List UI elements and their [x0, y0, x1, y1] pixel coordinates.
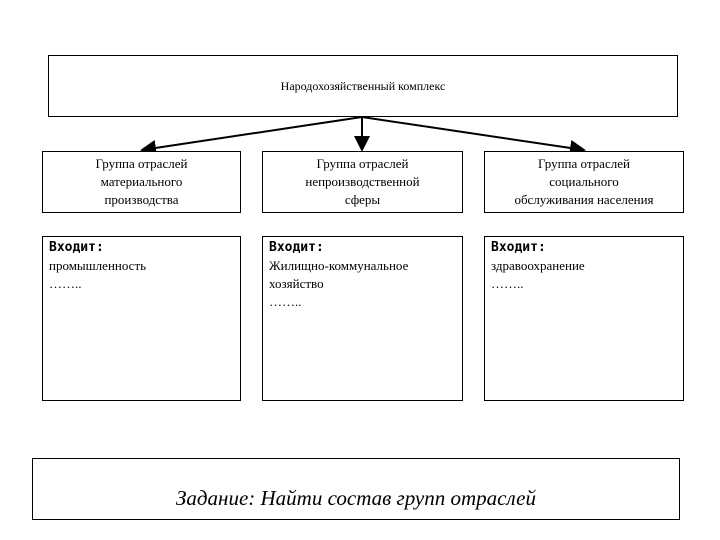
group-2-line-3: сферы [344, 192, 381, 207]
task-text: Задание: Найти состав групп отраслей [176, 486, 536, 510]
group-2-line-1: Группа отраслей [316, 156, 409, 171]
group-3-line-3: обслуживания населения [514, 192, 654, 207]
group-2-line-2: непроизводственной [305, 174, 420, 189]
group-1-line-2: материального [100, 174, 183, 189]
group-box-social: Группа отраслей социального обслуживания… [484, 151, 684, 213]
group-box-material: Группа отраслей материального производст… [42, 151, 241, 213]
arrow-to-group-1 [140, 116, 363, 156]
detail-3-line-1: здравоохранение [491, 258, 585, 273]
detail-3-lead: Входит: [491, 240, 546, 255]
detail-2-line-2: хозяйство [269, 276, 324, 291]
detail-2-line-3: …….. [269, 294, 302, 309]
detail-3-line-2: …….. [491, 276, 524, 291]
detail-1-line-1: промышленность [49, 258, 147, 273]
detail-2-lead: Входит: [269, 240, 324, 255]
detail-box-material: Входит: промышленность …….. [42, 236, 241, 401]
detail-1-line-2: …….. [49, 276, 82, 291]
detail-2-line-1: Жилищно-коммунальное [269, 258, 409, 273]
detail-box-social: Входит: здравоохранение …….. [484, 236, 684, 401]
group-3-line-2: социального [549, 174, 619, 189]
root-box: Народохозяйственный комплекс [48, 55, 678, 117]
task-box: Задание: Найти состав групп отраслей [32, 458, 680, 520]
group-box-non-productive: Группа отраслей непроизводственной сферы [262, 151, 463, 213]
group-1-line-3: производства [104, 192, 179, 207]
detail-box-non-productive: Входит: Жилищно-коммунальное хозяйство …… [262, 236, 463, 401]
group-3-line-1: Группа отраслей [538, 156, 630, 171]
group-1-line-1: Группа отраслей [95, 156, 188, 171]
detail-1-lead: Входит: [49, 240, 104, 255]
arrow-to-group-3 [361, 116, 586, 156]
root-title: Народохозяйственный комплекс [280, 78, 446, 93]
